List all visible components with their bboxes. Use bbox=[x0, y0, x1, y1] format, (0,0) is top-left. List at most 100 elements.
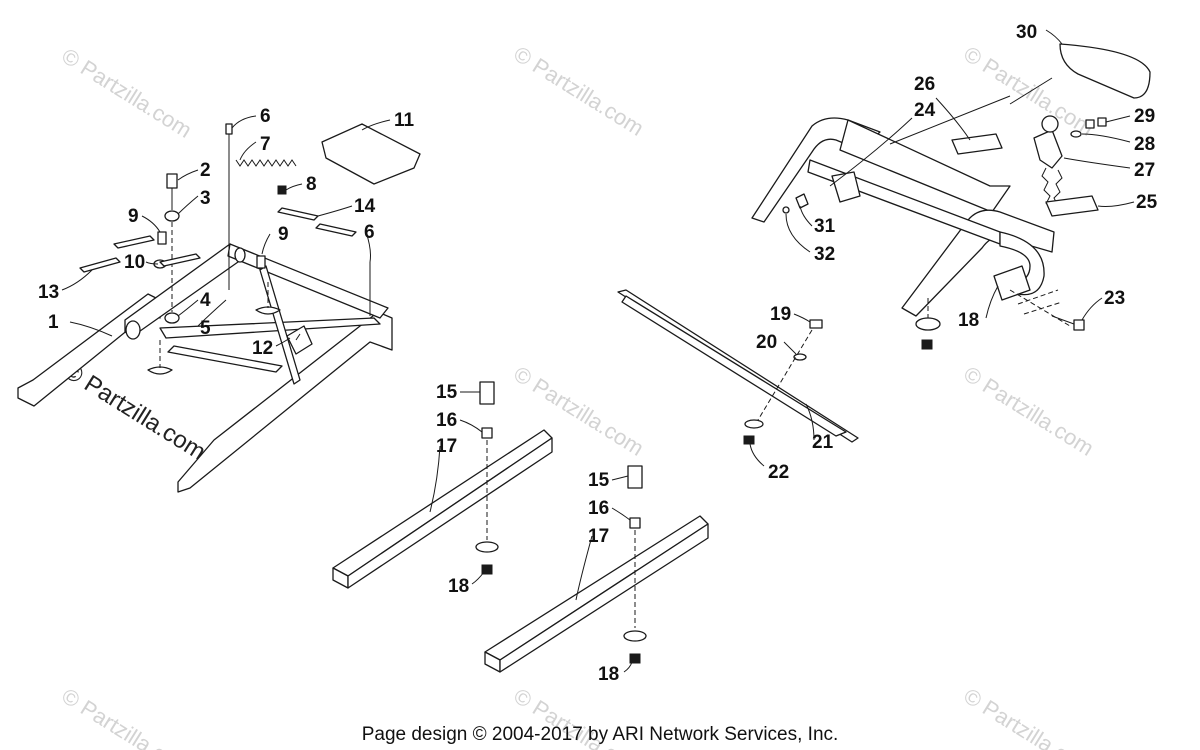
callout-31: 31 bbox=[814, 216, 836, 237]
part-15-cap bbox=[627, 465, 643, 489]
watermarks: © Partzilla.com © Partzilla.com © Partzi… bbox=[57, 41, 1098, 750]
callout-23: 23 bbox=[1104, 288, 1125, 309]
watermark: © Partzilla.com bbox=[959, 361, 1098, 461]
running-board-lower bbox=[484, 465, 709, 673]
part-16-screw bbox=[481, 427, 493, 439]
part-1-pad bbox=[255, 306, 281, 315]
part-1-pad bbox=[147, 366, 173, 375]
callout-22: 22 bbox=[768, 462, 789, 483]
part-24-bumper-mid bbox=[839, 119, 1011, 213]
callout-5: 5 bbox=[200, 318, 211, 339]
part-1-tube-end bbox=[234, 247, 246, 263]
callout-27: 27 bbox=[1134, 160, 1155, 181]
running-board-upper bbox=[332, 381, 553, 589]
pads bbox=[79, 207, 357, 273]
callout-9: 9 bbox=[128, 206, 139, 227]
part-19-bolt bbox=[809, 319, 823, 329]
callout-19: 19 bbox=[770, 304, 791, 325]
callout-1: 1 bbox=[48, 312, 59, 333]
callout-3: 3 bbox=[200, 188, 211, 209]
watermark: © Partzilla.com bbox=[57, 43, 196, 143]
hitch-assembly bbox=[889, 43, 1151, 207]
callout-25: 25 bbox=[1136, 192, 1158, 213]
callout-17: 17 bbox=[588, 526, 609, 547]
footer-copyright: Page design © 2004-2017 by ARI Network S… bbox=[362, 724, 839, 745]
bumper-mount bbox=[915, 298, 1085, 350]
callout-24: 24 bbox=[914, 100, 936, 121]
part-31-clip bbox=[795, 193, 809, 209]
part-24-mount-plate bbox=[993, 265, 1031, 301]
callout-16: 16 bbox=[588, 498, 609, 519]
callout-4: 4 bbox=[200, 290, 211, 311]
callout-9: 9 bbox=[278, 224, 289, 245]
callout-6: 6 bbox=[364, 222, 375, 243]
part-28-washer bbox=[1070, 130, 1082, 138]
part-11-cover bbox=[321, 123, 421, 185]
callout-29: 29 bbox=[1134, 106, 1155, 127]
watermark: © Partzilla.com bbox=[959, 683, 1098, 750]
part-9-bolt bbox=[256, 255, 266, 269]
rack-base-assembly bbox=[17, 243, 393, 493]
part-22-washer bbox=[744, 419, 764, 429]
part-18-washer bbox=[475, 541, 499, 553]
part-29-bolt bbox=[1085, 119, 1095, 129]
part-14-strip bbox=[277, 207, 319, 221]
callout-30: 30 bbox=[1016, 22, 1037, 43]
part-15-cap bbox=[479, 381, 495, 405]
callout-28: 28 bbox=[1134, 134, 1155, 155]
part-4-nut bbox=[164, 312, 180, 324]
part-12-bracket bbox=[286, 325, 313, 355]
callout-21: 21 bbox=[812, 432, 834, 453]
callout-13: 13 bbox=[38, 282, 59, 303]
part-30-rod bbox=[1009, 77, 1053, 105]
watermark: © Partzilla.com bbox=[57, 683, 196, 750]
part-26-pad bbox=[951, 133, 1003, 155]
callout-6: 6 bbox=[260, 106, 271, 127]
callout-32: 32 bbox=[814, 244, 835, 265]
watermark: © Partzilla.com bbox=[59, 357, 210, 466]
part-18-washer bbox=[915, 317, 941, 331]
callout-18: 18 bbox=[598, 664, 619, 685]
part-18-nut bbox=[921, 339, 933, 350]
fasteners-right bbox=[782, 193, 809, 214]
callout-16: 16 bbox=[436, 410, 457, 431]
part-25-pad bbox=[1045, 195, 1099, 217]
part-17-board-side bbox=[347, 437, 553, 589]
part-1-mid-rail bbox=[167, 345, 283, 373]
part-20-washer bbox=[793, 353, 807, 361]
part-8-nut bbox=[277, 185, 287, 195]
flap-assembly bbox=[617, 289, 859, 445]
callout-18: 18 bbox=[958, 310, 979, 331]
part-18-washer bbox=[623, 630, 647, 642]
part-27-hitch bbox=[1033, 129, 1063, 169]
part-13-strip bbox=[79, 257, 121, 273]
part-7-spring bbox=[235, 159, 297, 167]
callout-8: 8 bbox=[306, 174, 317, 195]
watermark: © Partzilla.com bbox=[509, 41, 648, 141]
assembly-line bbox=[1017, 289, 1063, 315]
part-9-bolt bbox=[157, 231, 167, 245]
part-1-tube-end bbox=[125, 320, 141, 340]
bumper-assembly bbox=[751, 117, 1071, 327]
part-27-chain bbox=[1053, 169, 1063, 207]
callout-12: 12 bbox=[252, 338, 273, 359]
part-18-nut bbox=[481, 564, 493, 575]
assembly-line bbox=[757, 329, 813, 421]
callout-14: 14 bbox=[354, 196, 376, 217]
part-17-board-side bbox=[499, 523, 709, 673]
part-14-strip bbox=[315, 223, 357, 237]
callout-labels: 1 2 3 4 5 6 6 7 8 9 9 10 11 12 13 14 15 … bbox=[38, 22, 1158, 685]
part-21-flap-face bbox=[621, 295, 847, 437]
assembly-line bbox=[1009, 289, 1071, 327]
part-16-screw bbox=[629, 517, 641, 529]
callout-7: 7 bbox=[260, 134, 271, 155]
part-10-strip bbox=[159, 253, 201, 267]
callout-26: 26 bbox=[914, 74, 935, 95]
part-27-chain bbox=[1041, 167, 1051, 205]
part-23-bolt-shank bbox=[1051, 315, 1075, 325]
callout-18: 18 bbox=[448, 576, 469, 597]
part-18-nut bbox=[629, 653, 641, 664]
callout-15: 15 bbox=[588, 470, 610, 491]
part-3-nut bbox=[164, 210, 180, 222]
